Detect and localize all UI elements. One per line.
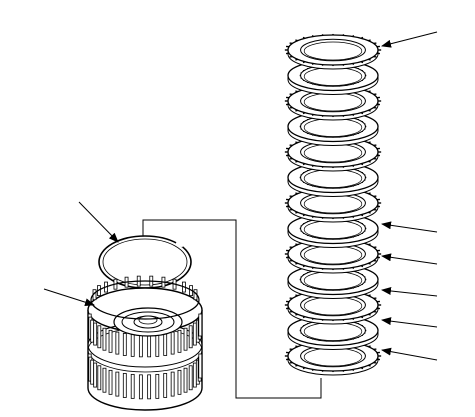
drum-spline-upper	[138, 334, 143, 358]
callout-arrow-snap-ring	[78, 201, 119, 243]
callout-arrow-drum	[43, 288, 95, 307]
callout-arrow-plate-2	[381, 253, 438, 265]
drum-spline-upper	[93, 322, 98, 346]
steel-plate	[284, 288, 382, 325]
drum-spline-upper	[90, 319, 95, 343]
steel-plate	[284, 135, 382, 172]
drum-spline-lower	[90, 359, 95, 385]
steel-plate	[284, 84, 382, 121]
callout-arrow-top-plate	[381, 31, 438, 48]
drum-spline-lower	[115, 371, 120, 397]
drum-spline-upper	[97, 325, 102, 349]
steel-plate	[284, 33, 382, 70]
drum-spline-upper	[155, 333, 160, 357]
drum-spline-lower	[188, 365, 193, 391]
friction-plate	[287, 59, 379, 95]
drum-spline-upper	[192, 322, 197, 346]
drum-spline-upper	[198, 313, 203, 337]
callout-arrow-plate-3	[381, 286, 438, 297]
snap-ring	[98, 235, 192, 289]
drum-spline-lower	[102, 367, 107, 393]
drum-spline-upper	[183, 327, 188, 351]
drum-spline-upper	[170, 331, 175, 355]
drum-spline-lower	[108, 369, 113, 395]
callout-arrow-plate-5	[381, 347, 438, 361]
friction-plate	[287, 161, 379, 197]
friction-plate	[287, 212, 379, 248]
clutch-drum-hub	[87, 275, 203, 411]
drum-spline-lower	[198, 353, 203, 379]
drum-spline-upper	[108, 329, 113, 353]
drum-spline-lower	[93, 362, 98, 388]
drum-spline-lower	[147, 374, 152, 400]
clutch-plate-stack	[284, 33, 382, 376]
callout-arrow-plate-1	[381, 221, 438, 233]
steel-plate	[284, 339, 382, 376]
drum-spline-lower	[170, 371, 175, 397]
drum-spline-upper	[177, 329, 182, 353]
drum-spline-lower	[122, 373, 127, 398]
drum-spline-lower	[97, 365, 102, 391]
assembly-connector-line	[142, 219, 322, 399]
drum-spline-upper	[102, 327, 107, 351]
drum-spline-upper	[115, 331, 120, 355]
drum-spline-lower	[163, 373, 168, 398]
callout-arrows	[43, 31, 438, 361]
drum-spline-upper	[147, 334, 152, 358]
callout-arrow-plate-4	[381, 317, 438, 328]
drum-spline-lower	[177, 369, 182, 395]
drum-spline-upper	[130, 333, 135, 357]
drum-spline-upper	[163, 333, 168, 356]
drum-spline-lower	[192, 362, 197, 388]
drum-spline-lower	[155, 373, 160, 399]
drum-spline-upper	[122, 333, 127, 356]
drum-spline-teeth	[87, 275, 203, 400]
drum-spline-lower	[138, 374, 143, 400]
drum-spline-upper	[188, 325, 193, 349]
drum-spline-lower	[183, 367, 188, 393]
friction-plate	[287, 110, 379, 146]
friction-plate	[287, 263, 379, 299]
drum-spline-lower	[130, 373, 135, 399]
friction-plate	[287, 314, 379, 350]
